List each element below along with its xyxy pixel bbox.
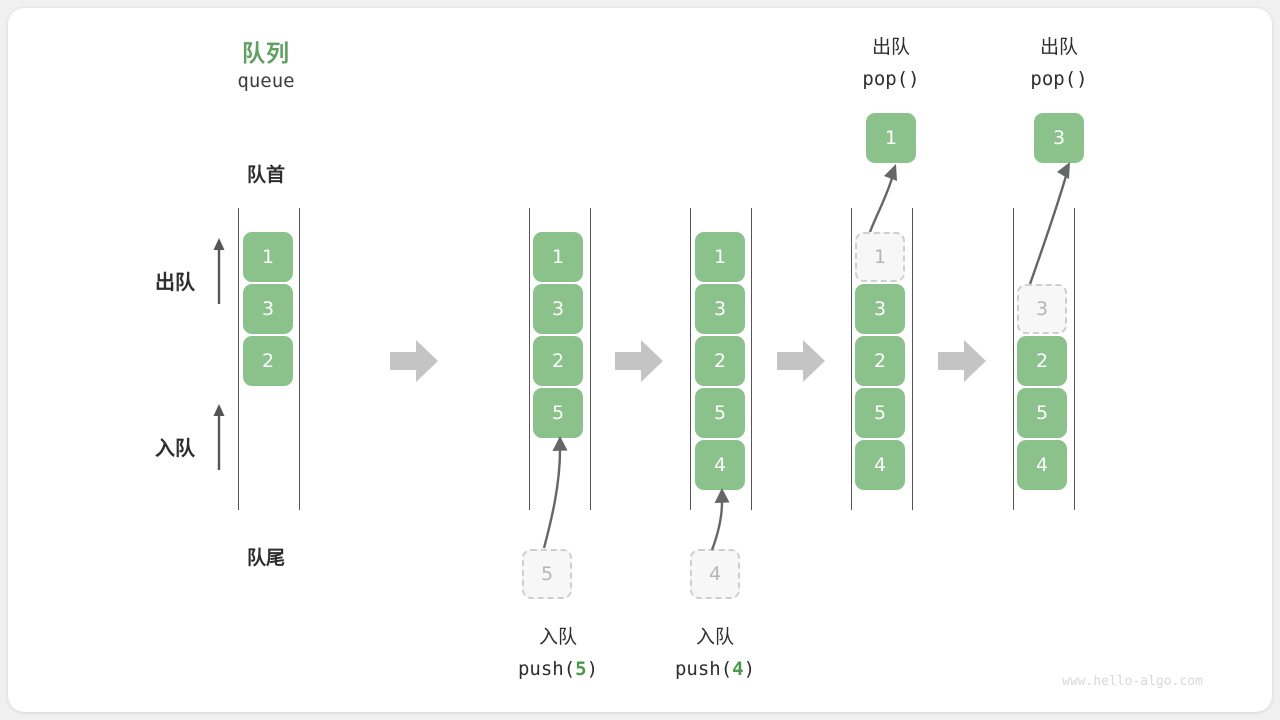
caption-fn-end: ) <box>586 658 599 680</box>
page-title-cn: 队列 <box>242 41 290 67</box>
queue-cell: 4 <box>1017 440 1067 490</box>
legend-dequeue-arrow-icon <box>213 238 225 304</box>
diagram-card: 队列 queue 队首 队尾 出队 入队 1 3 2 1 3 2 5 <box>8 8 1272 712</box>
queue-rail-right-4 <box>912 208 913 510</box>
popped-cell: 1 <box>866 113 916 163</box>
queue-cell: 5 <box>533 388 583 438</box>
enqueue-arrow-icon <box>542 436 568 549</box>
queue-rail-left-5 <box>1013 208 1014 510</box>
stage-caption-cn: 入队 <box>695 626 734 648</box>
queue-cell: 4 <box>855 440 905 490</box>
queue-cell-ghost: 3 <box>1017 284 1067 334</box>
flow-arrow-icon <box>390 340 438 382</box>
queue-cell: 2 <box>533 336 583 386</box>
queue-rail-right-2 <box>590 208 591 510</box>
watermark: www.hello-algo.com <box>1062 674 1203 689</box>
stage-caption-cn: 入队 <box>538 626 577 648</box>
dequeue-arrow-icon <box>1028 162 1070 285</box>
dequeue-arrow-icon <box>868 164 897 233</box>
queue-rail-left-3 <box>690 208 691 510</box>
queue-cell: 2 <box>1017 336 1067 386</box>
flow-arrow-icon <box>938 340 986 382</box>
caption-arg: 5 <box>575 658 587 680</box>
incoming-ghost-cell: 5 <box>522 549 572 599</box>
stage-caption-code: pop() <box>862 68 920 90</box>
legend-enqueue-label: 入队 <box>155 436 195 460</box>
flow-arrow-icon <box>777 340 825 382</box>
queue-cell: 5 <box>1017 388 1067 438</box>
stage-caption-cn: 出队 <box>871 36 910 58</box>
legend-enqueue-arrow-icon <box>213 404 225 470</box>
queue-cell: 2 <box>855 336 905 386</box>
queue-cell: 2 <box>243 336 293 386</box>
queue-rail-left-1 <box>238 208 239 510</box>
queue-cell: 3 <box>243 284 293 334</box>
queue-cell: 1 <box>695 232 745 282</box>
stage-caption-cn: 出队 <box>1039 36 1078 58</box>
page-title-en: queue <box>237 70 295 92</box>
queue-rail-right-5 <box>1074 208 1075 510</box>
legend-dequeue-label: 出队 <box>155 270 195 294</box>
enqueue-arrow-icon <box>710 488 730 551</box>
caption-arg: 4 <box>732 658 744 680</box>
queue-cell: 5 <box>695 388 745 438</box>
queue-cell: 1 <box>533 232 583 282</box>
queue-rail-right-1 <box>299 208 300 510</box>
queue-cell: 3 <box>695 284 745 334</box>
diagram-stage: 队列 queue 队首 队尾 出队 入队 1 3 2 1 3 2 5 <box>8 8 1272 712</box>
stage-caption-code: pop() <box>1030 68 1088 90</box>
caption-fn-name: push( <box>674 658 733 680</box>
queue-cell-ghost: 1 <box>855 232 905 282</box>
incoming-ghost-cell: 4 <box>690 549 740 599</box>
queue-cell: 4 <box>695 440 745 490</box>
caption-fn-end: ) <box>743 658 756 680</box>
queue-rail-left-4 <box>851 208 852 510</box>
rear-label: 队尾 <box>246 547 285 569</box>
stage-caption-code: push(5) <box>488 658 628 680</box>
queue-cell: 3 <box>533 284 583 334</box>
queue-cell: 1 <box>243 232 293 282</box>
queue-rail-right-3 <box>751 208 752 510</box>
flow-arrow-icon <box>615 340 663 382</box>
queue-cell: 5 <box>855 388 905 438</box>
queue-cell: 2 <box>695 336 745 386</box>
queue-rail-left-2 <box>529 208 530 510</box>
queue-cell: 3 <box>855 284 905 334</box>
popped-cell: 3 <box>1034 113 1084 163</box>
stage-caption-code: push(4) <box>645 658 785 680</box>
caption-fn-name: push( <box>517 658 576 680</box>
front-label: 队首 <box>246 164 285 186</box>
